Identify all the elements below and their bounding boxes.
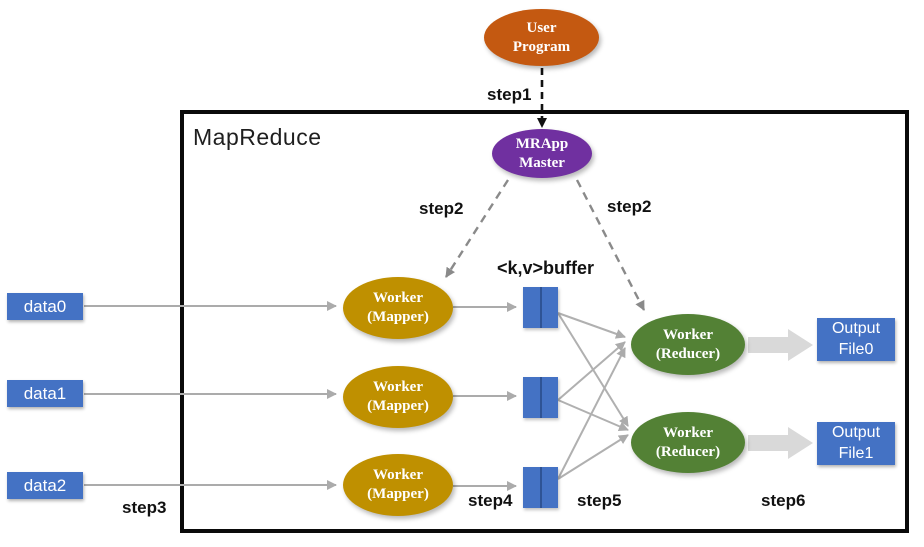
input-data1-box: data1 [7,380,83,407]
step6-label: step6 [761,491,806,510]
mrapp-master-label-line1: MRApp [515,135,569,152]
mapreduce-box-title: MapReduce [193,124,322,150]
output-file0-line1: Output [831,319,881,337]
output-file0-line2: File0 [838,340,874,358]
output-file1-box: Output File1 [817,422,895,465]
output-file1-line1: Output [831,423,881,441]
input-data2-label: data2 [23,475,67,495]
worker-mapper-node-3: Worker (Mapper) [343,454,453,516]
step1-label: step1 [487,85,532,104]
mapper-label-line1: Worker [373,290,423,307]
reducer-label-line1: Worker [663,424,713,441]
mrapp-master-node: MRApp Master [492,129,592,178]
user-program-label-line1: User [526,19,557,36]
worker-reducer-node-1: Worker (Reducer) [631,314,745,375]
mapper-label-line1: Worker [373,379,423,396]
input-data0-box: data0 [7,293,83,320]
mapper-label-line2: (Mapper) [367,398,429,414]
buffer-cell [523,287,540,328]
step4-label: step4 [468,491,513,510]
user-program-label-line2: Program [512,38,571,55]
step3-label: step3 [122,498,167,517]
mapreduce-boundary-box [180,110,909,533]
mapper-label-line2: (Mapper) [367,309,429,325]
kv-buffer-2 [523,377,558,418]
reducer-label-line1: Worker [663,326,713,343]
buffer-cell [539,467,558,508]
input-data2-box: data2 [7,472,83,499]
input-data0-label: data0 [23,296,67,316]
kv-buffer-3 [523,467,558,508]
user-program-node: User Program [484,9,599,66]
input-data1-label: data1 [23,383,67,403]
output-file1-line2: File1 [838,444,874,462]
step2-label-right: step2 [607,197,652,216]
kv-buffer-label: <k,v>buffer [497,258,595,278]
mrapp-master-label-line2: Master [519,154,565,171]
buffer-cell [539,287,558,328]
buffer-cell [523,467,540,508]
mapper-label-line1: Worker [373,467,423,484]
output-file0-box: Output File0 [817,318,895,361]
step2-label-left: step2 [419,199,464,218]
worker-mapper-node-1: Worker (Mapper) [343,277,453,339]
worker-reducer-node-2: Worker (Reducer) [631,412,745,473]
reducer-label-line2: (Reducer) [655,443,721,460]
worker-mapper-node-2: Worker (Mapper) [343,366,453,428]
buffer-cell [523,377,540,418]
mapper-label-line2: (Mapper) [367,486,429,502]
reducer-label-line2: (Reducer) [655,345,721,362]
kv-buffer-1 [523,287,558,328]
step5-label: step5 [577,491,622,510]
buffer-cell [539,377,558,418]
